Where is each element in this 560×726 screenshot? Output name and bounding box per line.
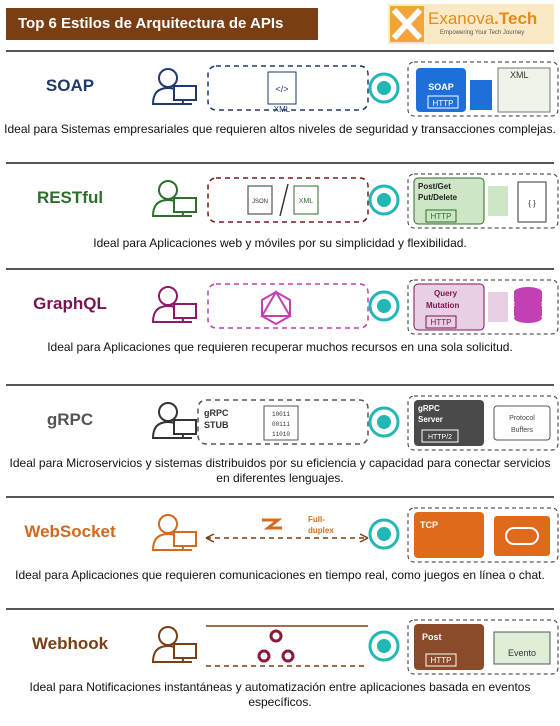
- svg-text:Put/Delete: Put/Delete: [418, 193, 458, 202]
- style-description: Ideal para Aplicaciones que requieren re…: [47, 340, 513, 354]
- svg-text:Evento: Evento: [508, 648, 536, 658]
- divider: [6, 608, 554, 610]
- client-user-icon: [151, 626, 197, 663]
- style-name: RESTful: [36, 188, 104, 207]
- xml-file-icon: </>: [267, 71, 297, 105]
- svg-text:HTTP: HTTP: [431, 656, 452, 665]
- database-icon: [514, 287, 542, 323]
- svg-text:XML: XML: [274, 105, 291, 114]
- client-user-icon: [151, 180, 197, 217]
- divider: [6, 50, 554, 52]
- svg-text:00111: 00111: [272, 421, 290, 428]
- socket-plug-icon: [262, 518, 283, 530]
- restful-diagram: JSON XML Post/Get Put/Delete HTTP { }: [151, 173, 559, 229]
- brand-name: Exanova.Tech: [428, 9, 538, 28]
- webhook-diagram: Post HTTP Evento: [151, 619, 559, 675]
- svg-text:TCP: TCP: [420, 520, 438, 530]
- gamepad-icon: [505, 527, 539, 545]
- svg-text:STUB: STUB: [204, 420, 229, 430]
- style-description: Ideal para Sistemas empresariales que re…: [4, 122, 556, 136]
- divider: [6, 268, 554, 270]
- svg-text:10011: 10011: [272, 411, 290, 418]
- row-graphql: GraphQL Query Mutation HTTP Ideal para A…: [0, 268, 560, 380]
- soap-diagram: </> XML SOAP HTTP XML: [151, 61, 559, 117]
- api-hub-icon: [368, 406, 400, 438]
- json-file-icon: JSON: [247, 185, 273, 215]
- svg-text:XML: XML: [299, 198, 314, 205]
- svg-text:Post/Get: Post/Get: [418, 182, 451, 191]
- api-hub-icon: [368, 184, 400, 216]
- divider: [6, 384, 554, 386]
- exanova-x-icon: [390, 6, 424, 42]
- api-hub-icon: [368, 290, 400, 322]
- svg-text:Mutation: Mutation: [426, 301, 459, 310]
- svg-text:JSON: JSON: [252, 199, 268, 205]
- xml-file-icon: XML: [293, 185, 319, 215]
- svg-text:HTTP/2: HTTP/2: [428, 434, 452, 441]
- grpc-diagram: gRPC STUB 10011 00111 11010 gRPC Server …: [151, 395, 559, 451]
- svg-text:11010: 11010: [272, 431, 290, 438]
- svg-text:HTTP: HTTP: [431, 318, 452, 327]
- svg-text:HTTP: HTTP: [431, 212, 452, 221]
- svg-text:HTTP: HTTP: [433, 99, 454, 108]
- style-description: Ideal para Aplicaciones que requieren co…: [15, 568, 545, 582]
- style-name: gRPC: [46, 410, 94, 429]
- websocket-diagram: Full- duplex TCP: [151, 507, 559, 563]
- api-hub-icon: [368, 72, 400, 104]
- divider: [6, 496, 554, 498]
- page-title: Top 6 Estilos de Arquitectura de APIs: [6, 8, 318, 40]
- row-grpc: gRPC gRPC STUB 10011 00111 11010 gRPC Se…: [0, 384, 560, 496]
- svg-text:Full-: Full-: [308, 515, 325, 524]
- api-hub-icon: [368, 630, 400, 662]
- api-hub-icon: [368, 518, 400, 550]
- divider: [6, 162, 554, 164]
- svg-text:Buffers: Buffers: [511, 427, 534, 434]
- svg-text:gRPC: gRPC: [204, 408, 229, 418]
- client-user-icon: [151, 514, 197, 551]
- svg-text:Protocol: Protocol: [509, 415, 535, 422]
- style-description: Ideal para Microservicios y sistemas dis…: [9, 456, 551, 485]
- style-name: SOAP: [45, 76, 95, 95]
- row-restful: RESTful JSON XML Post/Get Put/Delete HTT…: [0, 162, 560, 274]
- webhook-icon: [257, 629, 295, 663]
- svg-text:{ }: { }: [528, 199, 536, 208]
- row-soap: SOAP </> XML SOAP HTTP XML Ideal para Si…: [0, 50, 560, 162]
- svg-text:SOAP: SOAP: [428, 82, 454, 92]
- style-description: Ideal para Notificaciones instantáneas y…: [29, 680, 531, 709]
- svg-text:XML: XML: [510, 70, 529, 80]
- row-websocket: WebSocket Full- duplex TCP Ideal para Ap…: [0, 496, 560, 608]
- row-webhook: Webhook Post HTTP Evento Ideal para Noti…: [0, 608, 560, 720]
- svg-text:Server: Server: [418, 415, 443, 424]
- style-name: GraphQL: [33, 294, 107, 313]
- svg-text:gRPC: gRPC: [418, 404, 440, 413]
- brand-tagline: Empowering Your Tech Journey: [440, 30, 525, 36]
- graphql-logo-icon: [260, 290, 292, 326]
- style-name: Webhook: [31, 634, 109, 653]
- graphql-diagram: Query Mutation HTTP: [151, 279, 559, 335]
- brand-logo: Exanova.Tech Empowering Your Tech Journe…: [388, 4, 554, 44]
- client-user-icon: [151, 68, 197, 105]
- svg-text:Post: Post: [422, 632, 442, 642]
- style-name: WebSocket: [24, 522, 116, 541]
- svg-text:duplex: duplex: [308, 526, 334, 535]
- svg-text:Query: Query: [434, 289, 458, 298]
- client-user-icon: [151, 402, 197, 439]
- svg-text:</>: </>: [275, 84, 288, 94]
- style-description: Ideal para Aplicaciones web y móviles po…: [93, 236, 467, 250]
- client-user-icon: [151, 286, 197, 323]
